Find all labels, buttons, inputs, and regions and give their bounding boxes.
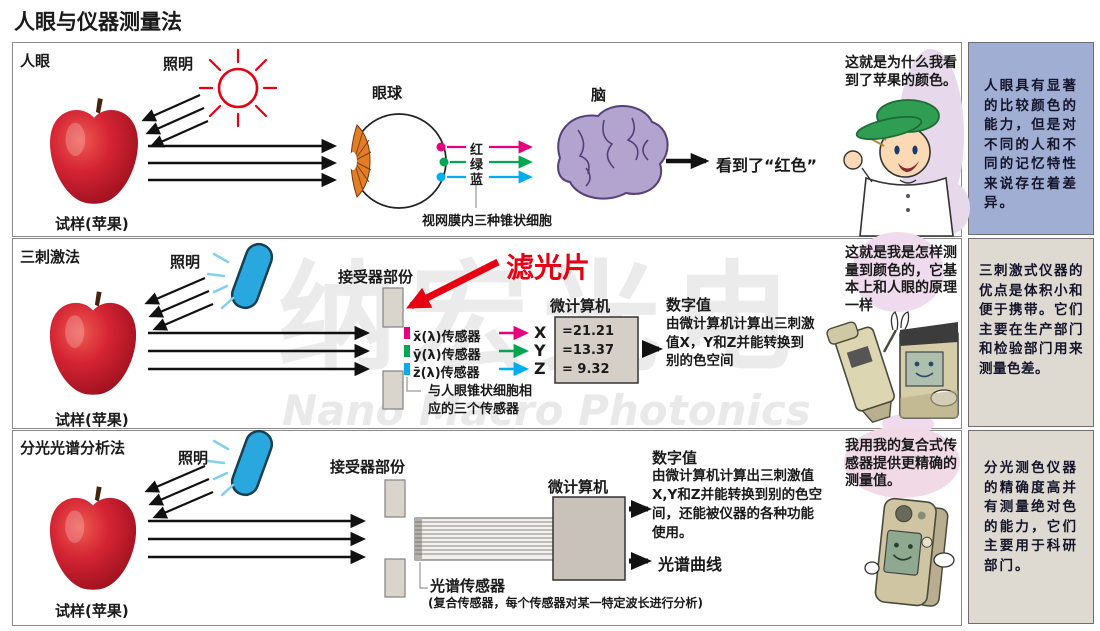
row2-speech-text: 这就是我是怎样测量到颜色的，它基本上和人眼的原理一样 xyxy=(845,245,957,314)
row1-illumination-label: 照明 xyxy=(163,55,194,73)
cone-green-label: 绿 xyxy=(470,158,484,173)
row2-illumination-label: 照明 xyxy=(170,253,201,271)
row3-illumination-label: 照明 xyxy=(178,449,209,467)
row2-digital-body: 由微计算机计算出三刺激值X，Y和Z并能转换到别的色空间 xyxy=(666,316,815,369)
watermark-english: Nano Macro Photonics xyxy=(282,386,811,435)
sensor-y-label: ȳ(λ)传感器 xyxy=(413,348,481,363)
row2-box xyxy=(12,238,962,429)
row2-receiver-label: 接受器部份 xyxy=(338,268,414,286)
row1-result-text: 看到了“红色” xyxy=(716,156,818,175)
side-note-tristimulus: 三刺激式仪器的优点是体积小和便于携带。它们主要在生产部门和检验部门用来测量色差。 xyxy=(968,238,1094,427)
row2-sample-label: 试样(苹果) xyxy=(55,411,129,429)
eyeball-label: 眼球 xyxy=(372,84,403,102)
row2-digital-title: 数字值 xyxy=(666,296,712,314)
spectral-sensor-note: (复合传感器，每个传感器对某一特定波长进行分析) xyxy=(428,596,703,610)
cone-blue-label: 蓝 xyxy=(470,173,484,188)
row3-digital-title: 数字值 xyxy=(652,449,698,467)
row3-label: 分光光谱分析法 xyxy=(20,439,126,457)
sensor-x-label: x̄(λ)传感器 xyxy=(413,330,481,345)
sensor-note: 与人眼锥状细胞相应的三个传感器 xyxy=(428,384,533,417)
value-y: =13.37 xyxy=(562,343,615,358)
page-title: 人眼与仪器测量法 xyxy=(14,10,182,34)
row1-label: 人眼 xyxy=(20,52,51,70)
spectral-curve-label: 光谱曲线 xyxy=(658,555,723,574)
spectral-sensor-label: 光谱传感器 xyxy=(430,577,506,595)
row3-speech-text: 我用我的复合式传感器提供更精确的测量值。 xyxy=(845,438,957,489)
tristimulus-z: Z xyxy=(534,359,546,378)
row1-box xyxy=(12,42,962,237)
row1-sample-label: 试样(苹果) xyxy=(55,215,129,233)
value-x: =21.21 xyxy=(562,324,615,339)
row2-computer-label: 微计算机 xyxy=(550,297,611,315)
side-note-spectro: 分光测色仪器的精确度高并有测量绝对色的能力，它们主要用于科研部门。 xyxy=(968,430,1094,624)
cone-red-label: 红 xyxy=(470,143,484,158)
row2-label: 三刺激法 xyxy=(20,248,81,266)
row3-digital-body: 由微计算机计算出三刺激值X,Y和Z并能转换到别的色空间，还能被仪器的各种功能使用… xyxy=(652,468,823,541)
filter-label: 滤光片 xyxy=(506,251,591,284)
sensor-z-label: z̄(λ)传感器 xyxy=(413,366,480,381)
side-note-human-eye: 人眼具有显著的比较颜色的能力，但是对不同的人和不同的记忆特性来说存在着差异。 xyxy=(968,42,1094,235)
retina-note: 视网膜内三种锥状细胞 xyxy=(422,214,553,229)
row1-speech-text: 这就是为什么我看到了苹果的颜色。 xyxy=(845,55,957,89)
row3-box xyxy=(12,430,962,626)
row3-computer-label: 微计算机 xyxy=(548,478,609,496)
value-z: = 9.32 xyxy=(562,362,610,377)
tristimulus-x: X xyxy=(534,323,547,342)
row3-sample-label: 试样(苹果) xyxy=(55,602,129,620)
tristimulus-y: Y xyxy=(534,341,546,360)
row3-receiver-label: 接受器部份 xyxy=(330,458,406,476)
brain-label: 脑 xyxy=(591,86,607,104)
